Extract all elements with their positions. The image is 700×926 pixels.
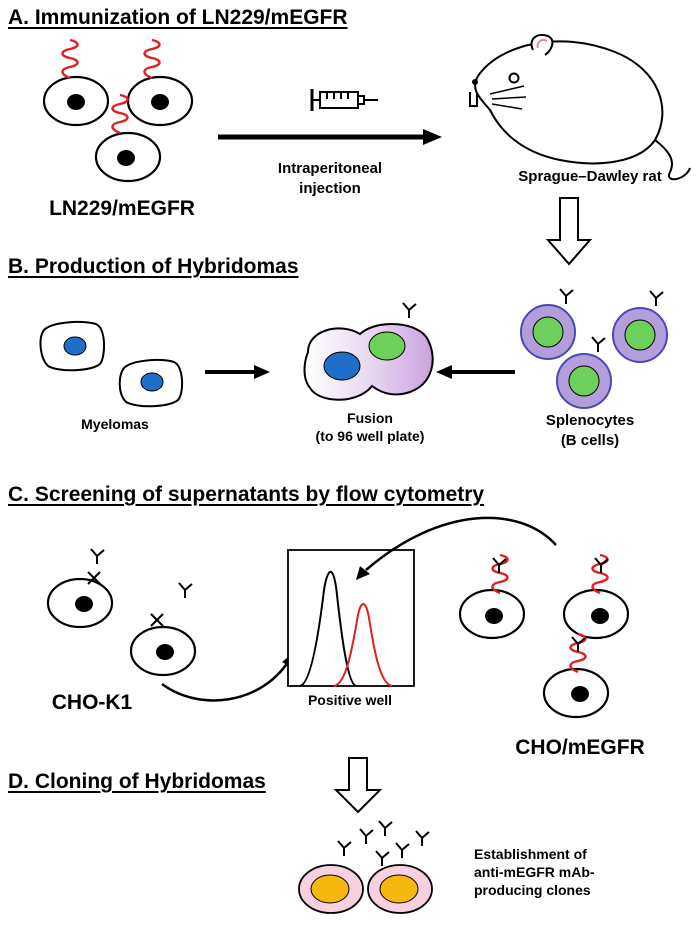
hybridoma-cell xyxy=(303,302,434,401)
antibody-icon xyxy=(591,336,606,353)
syringe-icon xyxy=(310,89,378,111)
rat-icon xyxy=(469,34,691,181)
flow-cytometry-histogram xyxy=(287,549,415,687)
heading-section-a: A. Immunization of LN229/mEGFR xyxy=(8,6,348,29)
myeloma-cell-1 xyxy=(39,321,106,372)
ln229-cell-1 xyxy=(42,38,110,127)
arrow-cho-megfr-to-histogram xyxy=(356,516,557,580)
label-splenocytes-line1: Splenocytes xyxy=(545,412,635,429)
label-cho-megfr: CHO/mEGFR xyxy=(515,736,645,759)
cho-megfr-cell-3 xyxy=(542,632,610,719)
arrow-splenocytes-to-fusion xyxy=(436,365,515,379)
cho-megfr-cell-2 xyxy=(562,553,630,640)
clone-cell-1 xyxy=(298,864,364,914)
cho-k1-cell-2 xyxy=(129,625,197,677)
splenocyte-2 xyxy=(612,290,668,363)
splenocyte-1 xyxy=(520,288,576,360)
heading-section-d: D. Cloning of Hybridomas xyxy=(8,770,266,793)
label-injection-line1: Intraperitoneal xyxy=(277,160,383,177)
antibody-icon xyxy=(90,548,105,565)
label-ln229-megfr: LN229/mEGFR xyxy=(49,197,195,220)
label-fusion-line2: (to 96 well plate) xyxy=(315,428,425,444)
antibody-icon xyxy=(559,288,574,305)
splenocyte-3 xyxy=(556,336,612,409)
injection-arrow xyxy=(218,129,442,145)
hollow-down-arrow-icon xyxy=(545,197,593,266)
label-rat: Sprague–Dawley rat xyxy=(518,168,662,185)
antibody-icon xyxy=(649,290,664,307)
hollow-down-arrow-icon xyxy=(333,757,383,814)
ln229-cell-2 xyxy=(126,38,194,127)
label-positive-well: Positive well xyxy=(307,692,393,708)
label-result-line1: Establishment of xyxy=(474,846,587,862)
arrow-myeloma-to-fusion xyxy=(205,365,270,379)
antibody-icon xyxy=(178,582,193,599)
cho-megfr-cell-1 xyxy=(458,553,526,640)
clone-cell-2 xyxy=(367,864,433,914)
label-result-line2: anti-mEGFR mAb- xyxy=(474,864,595,880)
label-fusion-line1: Fusion xyxy=(347,410,393,426)
label-injection-line2: injection xyxy=(299,180,361,197)
label-myelomas: Myelomas xyxy=(81,416,149,432)
myeloma-cell-2 xyxy=(118,359,184,408)
label-cho-k1: CHO-K1 xyxy=(51,691,133,714)
x-mark-icon xyxy=(87,571,164,627)
label-splenocytes-line2: (B cells) xyxy=(560,432,620,449)
label-result-line3: producing clones xyxy=(474,882,591,898)
secreted-antibodies xyxy=(337,820,430,867)
heading-section-b: B. Production of Hybridomas xyxy=(8,255,299,278)
cho-k1-cell-1 xyxy=(46,577,114,629)
heading-section-c: C. Screening of supernatants by flow cyt… xyxy=(8,483,485,506)
antibody-icon xyxy=(402,302,417,319)
ln229-cell-3 xyxy=(94,93,162,183)
